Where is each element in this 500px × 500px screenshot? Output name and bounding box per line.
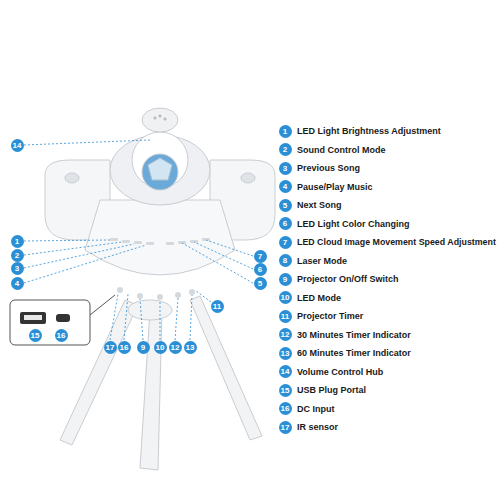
legend-number: 5 [279,199,292,212]
feature-label: DC Input [297,403,335,415]
port-inset [10,295,115,345]
legend-number: 16 [279,402,292,415]
legend-number: 3 [279,162,292,175]
feature-label: LED Light Color Changing [297,218,409,230]
legend-number: 4 [279,180,292,193]
legend-number: 7 [279,236,292,249]
callout-number: 11 [211,300,224,313]
feature-label: LED Light Brightness Adjustment [297,125,441,137]
legend-number: 17 [279,421,292,434]
legend-number: 8 [279,254,292,267]
feature-label: Previous Song [297,162,360,174]
legend-number: 14 [279,365,292,378]
callout-number: 1 [11,235,24,248]
legend-number: 2 [279,143,292,156]
callout-number: 16 [55,329,68,342]
feature-label: Laser Mode [297,255,347,267]
feature-label: IR sensor [297,421,338,433]
legend-number: 10 [279,291,292,304]
feature-label: Sound Control Mode [297,144,385,156]
callout-number: 7 [254,250,267,263]
legend-number: 15 [279,384,292,397]
feature-label: LED Cloud Image Movement Speed Adjustmen… [297,236,496,248]
leader-lines [24,140,253,340]
legend-number: 12 [279,328,292,341]
callout-number: 6 [254,263,267,276]
legend-number: 11 [279,310,292,323]
feature-label: Volume Control Hub [297,366,383,378]
callout-number: 4 [11,277,24,290]
callout-number: 13 [184,341,197,354]
feature-label: LED Mode [297,292,341,304]
callout-number: 5 [254,277,267,290]
callout-number: 3 [11,262,24,275]
callout-number: 14 [11,139,24,152]
feature-label: Projector On/Off Switch [297,273,399,285]
callout-number: 12 [169,341,182,354]
feature-label: Next Song [297,199,342,211]
feature-label: 30 Minutes Timer Indicator [297,329,411,341]
legend-number: 6 [279,217,292,230]
callout-number: 16 [118,341,131,354]
control-buttons [110,238,210,300]
callout-number: 17 [104,341,117,354]
callout-number: 15 [29,329,42,342]
feature-label: USB Plug Portal [297,384,366,396]
callout-number: 2 [11,249,24,262]
legend-number: 9 [279,273,292,286]
callout-number: 9 [137,341,150,354]
feature-label: Projector Timer [297,310,363,322]
callout-number: 10 [154,341,167,354]
legend-number: 13 [279,347,292,360]
feature-label: 60 Minutes Timer Indicator [297,347,411,359]
feature-label: Pause/Play Music [297,181,373,193]
legend-number: 1 [279,125,292,138]
